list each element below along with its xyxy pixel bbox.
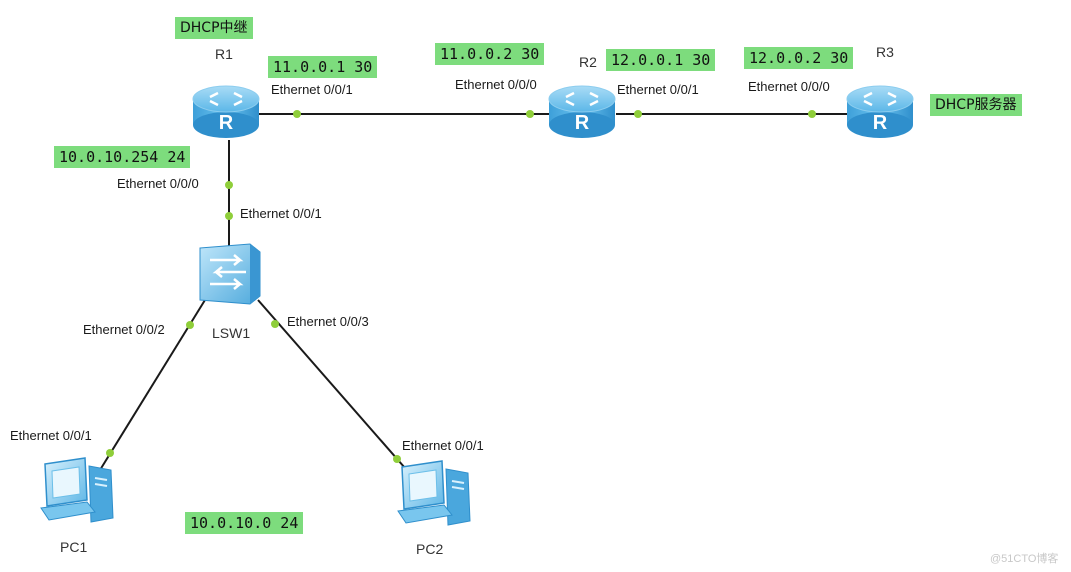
lan-subnet-label: 10.0.10.0 24	[185, 512, 304, 534]
port-dot-pc1-e001	[106, 449, 114, 457]
switch-lsw1-icon[interactable]	[199, 243, 261, 305]
svg-text:R: R	[575, 112, 590, 134]
ip-r2-e000: 11.0.0.2 30	[435, 43, 545, 65]
port-label-pc2-e001: Ethernet 0/0/1	[402, 438, 484, 453]
svg-text:R: R	[873, 112, 888, 134]
ip-r1-e000: 10.0.10.254 24	[54, 146, 191, 168]
pc2-icon[interactable]	[397, 460, 471, 526]
port-dot-lsw1-e003	[271, 320, 279, 328]
watermark: @51CTO博客	[990, 553, 1059, 565]
port-dot-r1-e000	[225, 181, 233, 189]
ip-r1-e001: 11.0.0.1 30	[268, 56, 378, 78]
r3-name: R3	[876, 44, 894, 60]
port-dot-r1-e001	[293, 110, 301, 118]
r3-role-label: DHCP服务器	[930, 94, 1022, 116]
lsw1-name: LSW1	[212, 325, 251, 341]
port-label-pc1-e001: Ethernet 0/0/1	[10, 428, 92, 443]
port-dot-r2-e000	[526, 110, 534, 118]
r1-role-label: DHCP中继	[175, 17, 253, 39]
port-label-lsw1-e002: Ethernet 0/0/2	[83, 322, 165, 337]
port-label-lsw1-e001: Ethernet 0/0/1	[240, 206, 322, 221]
router-r3-icon[interactable]: R	[846, 85, 914, 138]
r1-name: R1	[215, 46, 233, 62]
port-label-r1-e001: Ethernet 0/0/1	[271, 82, 353, 97]
pc1-name: PC1	[60, 539, 88, 555]
pc1-icon[interactable]	[40, 457, 114, 523]
pc2-name: PC2	[416, 541, 444, 557]
port-dot-lsw1-e001	[225, 212, 233, 220]
port-dot-pc2-e001	[393, 455, 401, 463]
router-r1-icon[interactable]: R	[192, 85, 260, 138]
ip-r2-e001: 12.0.0.1 30	[606, 49, 716, 71]
port-dot-lsw1-e002	[186, 321, 194, 329]
svg-text:R: R	[219, 112, 234, 134]
port-label-lsw1-e003: Ethernet 0/0/3	[287, 314, 369, 329]
r2-name: R2	[579, 54, 597, 70]
port-dot-r2-e001	[634, 110, 642, 118]
port-label-r2-e001: Ethernet 0/0/1	[617, 82, 699, 97]
port-label-r2-e000: Ethernet 0/0/0	[455, 77, 537, 92]
port-dot-r3-e000	[808, 110, 816, 118]
router-r2-icon[interactable]: R	[548, 85, 616, 138]
port-label-r3-e000: Ethernet 0/0/0	[748, 79, 830, 94]
port-label-r1-e000: Ethernet 0/0/0	[117, 176, 199, 191]
link-lsw1-pc2	[257, 299, 406, 469]
link-lsw1-pc1	[99, 299, 206, 471]
ip-r3-e000: 12.0.0.2 30	[744, 47, 854, 69]
